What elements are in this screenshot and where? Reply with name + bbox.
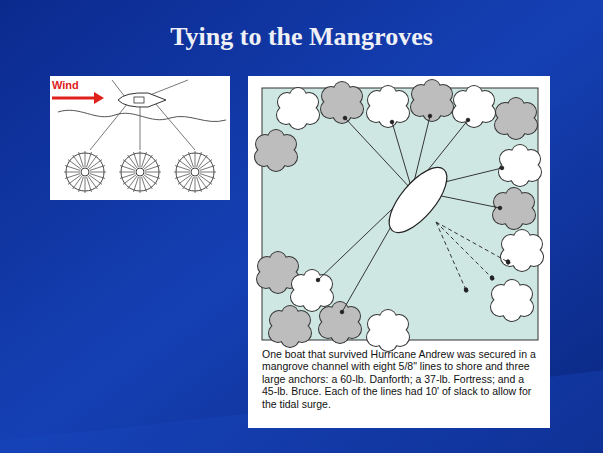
mangrove-clump [494,97,538,140]
mangrove-channel-drawing [248,76,550,428]
mangrove-clump [254,129,298,172]
mangrove-symbol [174,151,216,193]
mangrove-clump [410,79,454,122]
mangrove-clump [290,269,334,312]
mangrove-clump [498,144,542,187]
mangrove-clump [492,187,536,230]
mangrove-clump [268,305,312,348]
mangrove-clump [366,309,410,352]
mangrove-symbol [119,151,161,193]
mangrove-clump [452,85,496,128]
anchor-line [436,222,508,262]
mangrove-clump [366,85,410,128]
small-diagram [50,76,230,200]
mangrove-clump [318,301,362,344]
anchor-line [436,222,466,290]
mangrove-clump [320,81,364,124]
mangrove-clump [500,229,544,272]
mangrove-symbol [64,151,106,193]
mangrove-clump [490,279,534,322]
mooring-line [345,118,412,190]
anchor-line [436,222,492,278]
figure-caption: One boat that survived Hurricane Andrew … [262,348,538,410]
mooring-line [392,122,412,190]
slide-title: Tying to the Mangroves [0,22,603,52]
mangrove-clump [276,87,320,130]
wind-label: Wind [52,79,79,91]
